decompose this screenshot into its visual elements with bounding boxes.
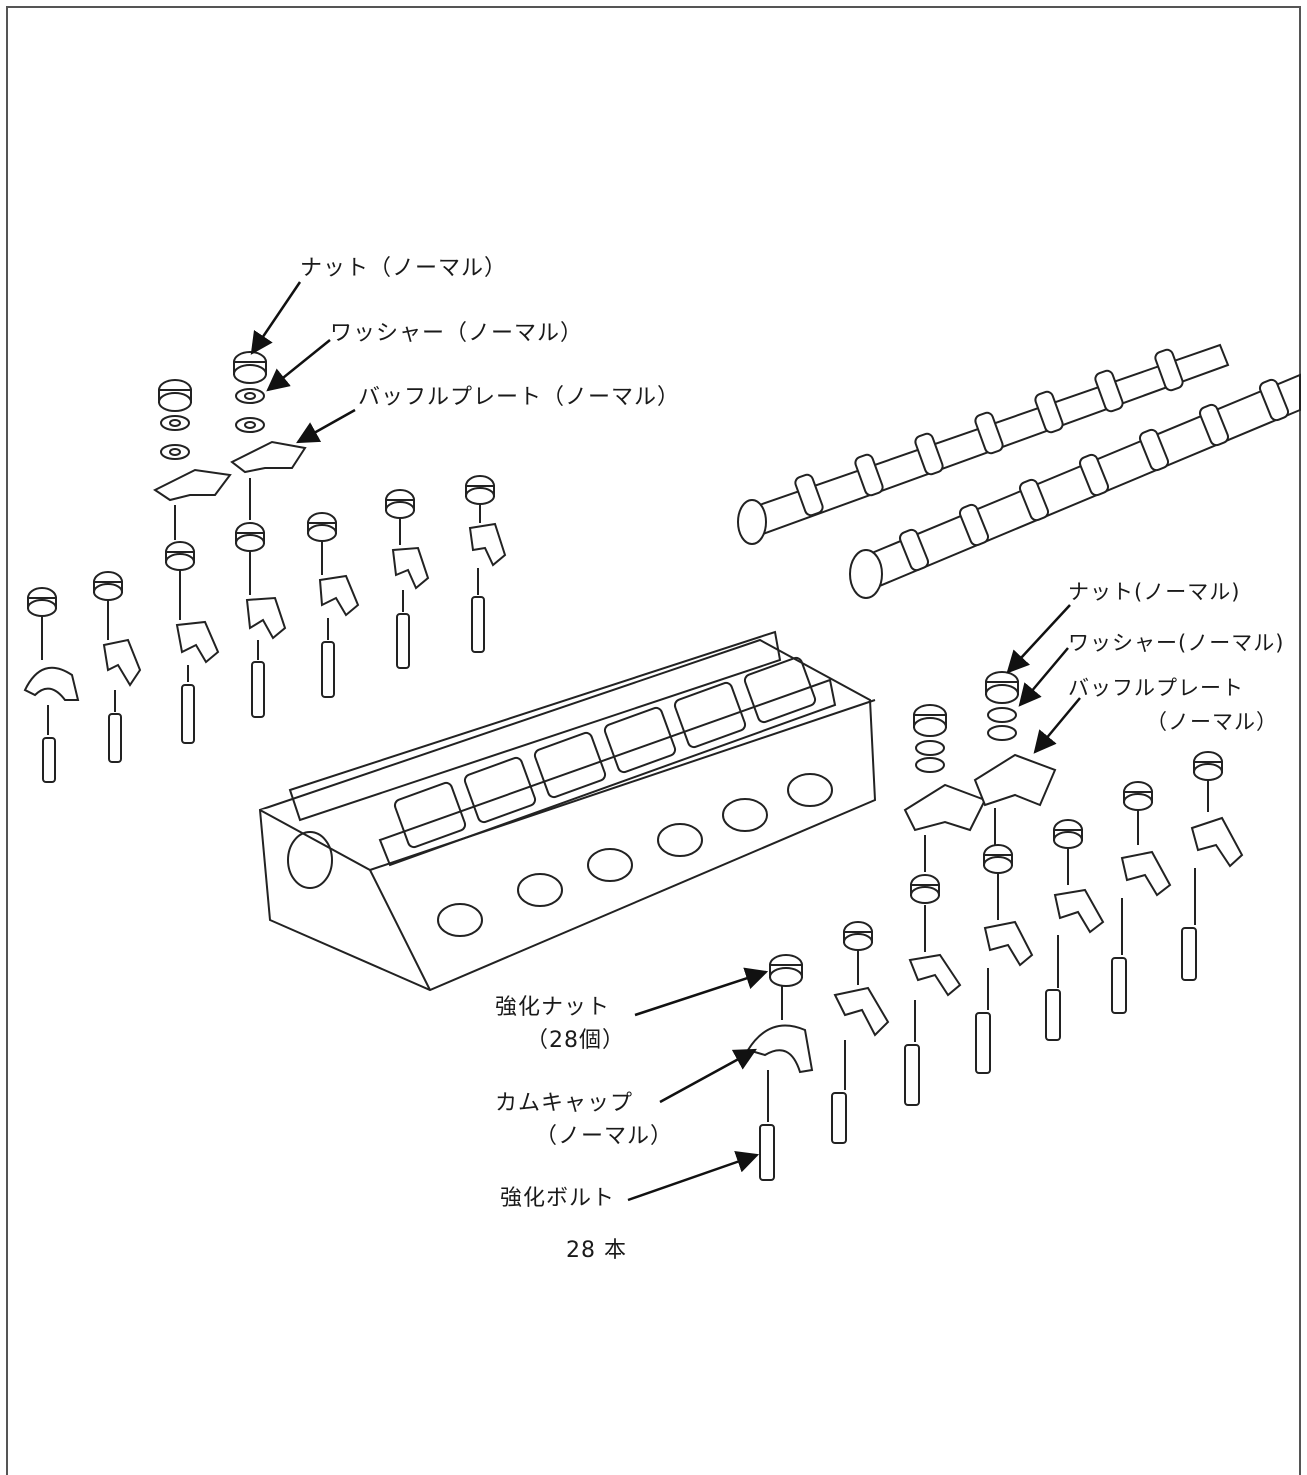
- label-reinforced-bolt: 強化ボルト: [500, 1186, 616, 1211]
- label-left-nut: ナット（ノーマル）: [300, 256, 508, 281]
- right-cam-cap-stack: [746, 671, 1244, 1181]
- left-cam-cap-stack: [23, 351, 507, 783]
- label-left-baffle-plate: バッフルプレート（ノーマル）: [358, 385, 681, 410]
- label-right-baffle-plate: バッフルプレート: [1068, 676, 1244, 700]
- label-left-washer: ワッシャー（ノーマル）: [330, 321, 584, 346]
- label-cam-cap-normal: （ノーマル）: [535, 1124, 674, 1149]
- label-reinforced-nut-count: （28個）: [526, 1028, 625, 1053]
- label-cam-cap: カムキャップ: [495, 1091, 634, 1116]
- label-right-nut: ナット(ノーマル): [1068, 580, 1241, 604]
- leader-lines: [250, 281, 1081, 1202]
- label-right-baffle-plate-normal: （ノーマル）: [1146, 710, 1278, 734]
- intake-camshaft: [737, 343, 1230, 545]
- cylinder-head: [258, 630, 877, 992]
- exhaust-camshaft: [849, 373, 1301, 599]
- label-right-washer: ワッシャー(ノーマル): [1068, 631, 1285, 655]
- label-reinforced-nut: 強化ナット: [495, 995, 611, 1020]
- label-bolt-count: 28 本: [566, 1238, 627, 1263]
- diagram-frame: [6, 6, 1301, 1475]
